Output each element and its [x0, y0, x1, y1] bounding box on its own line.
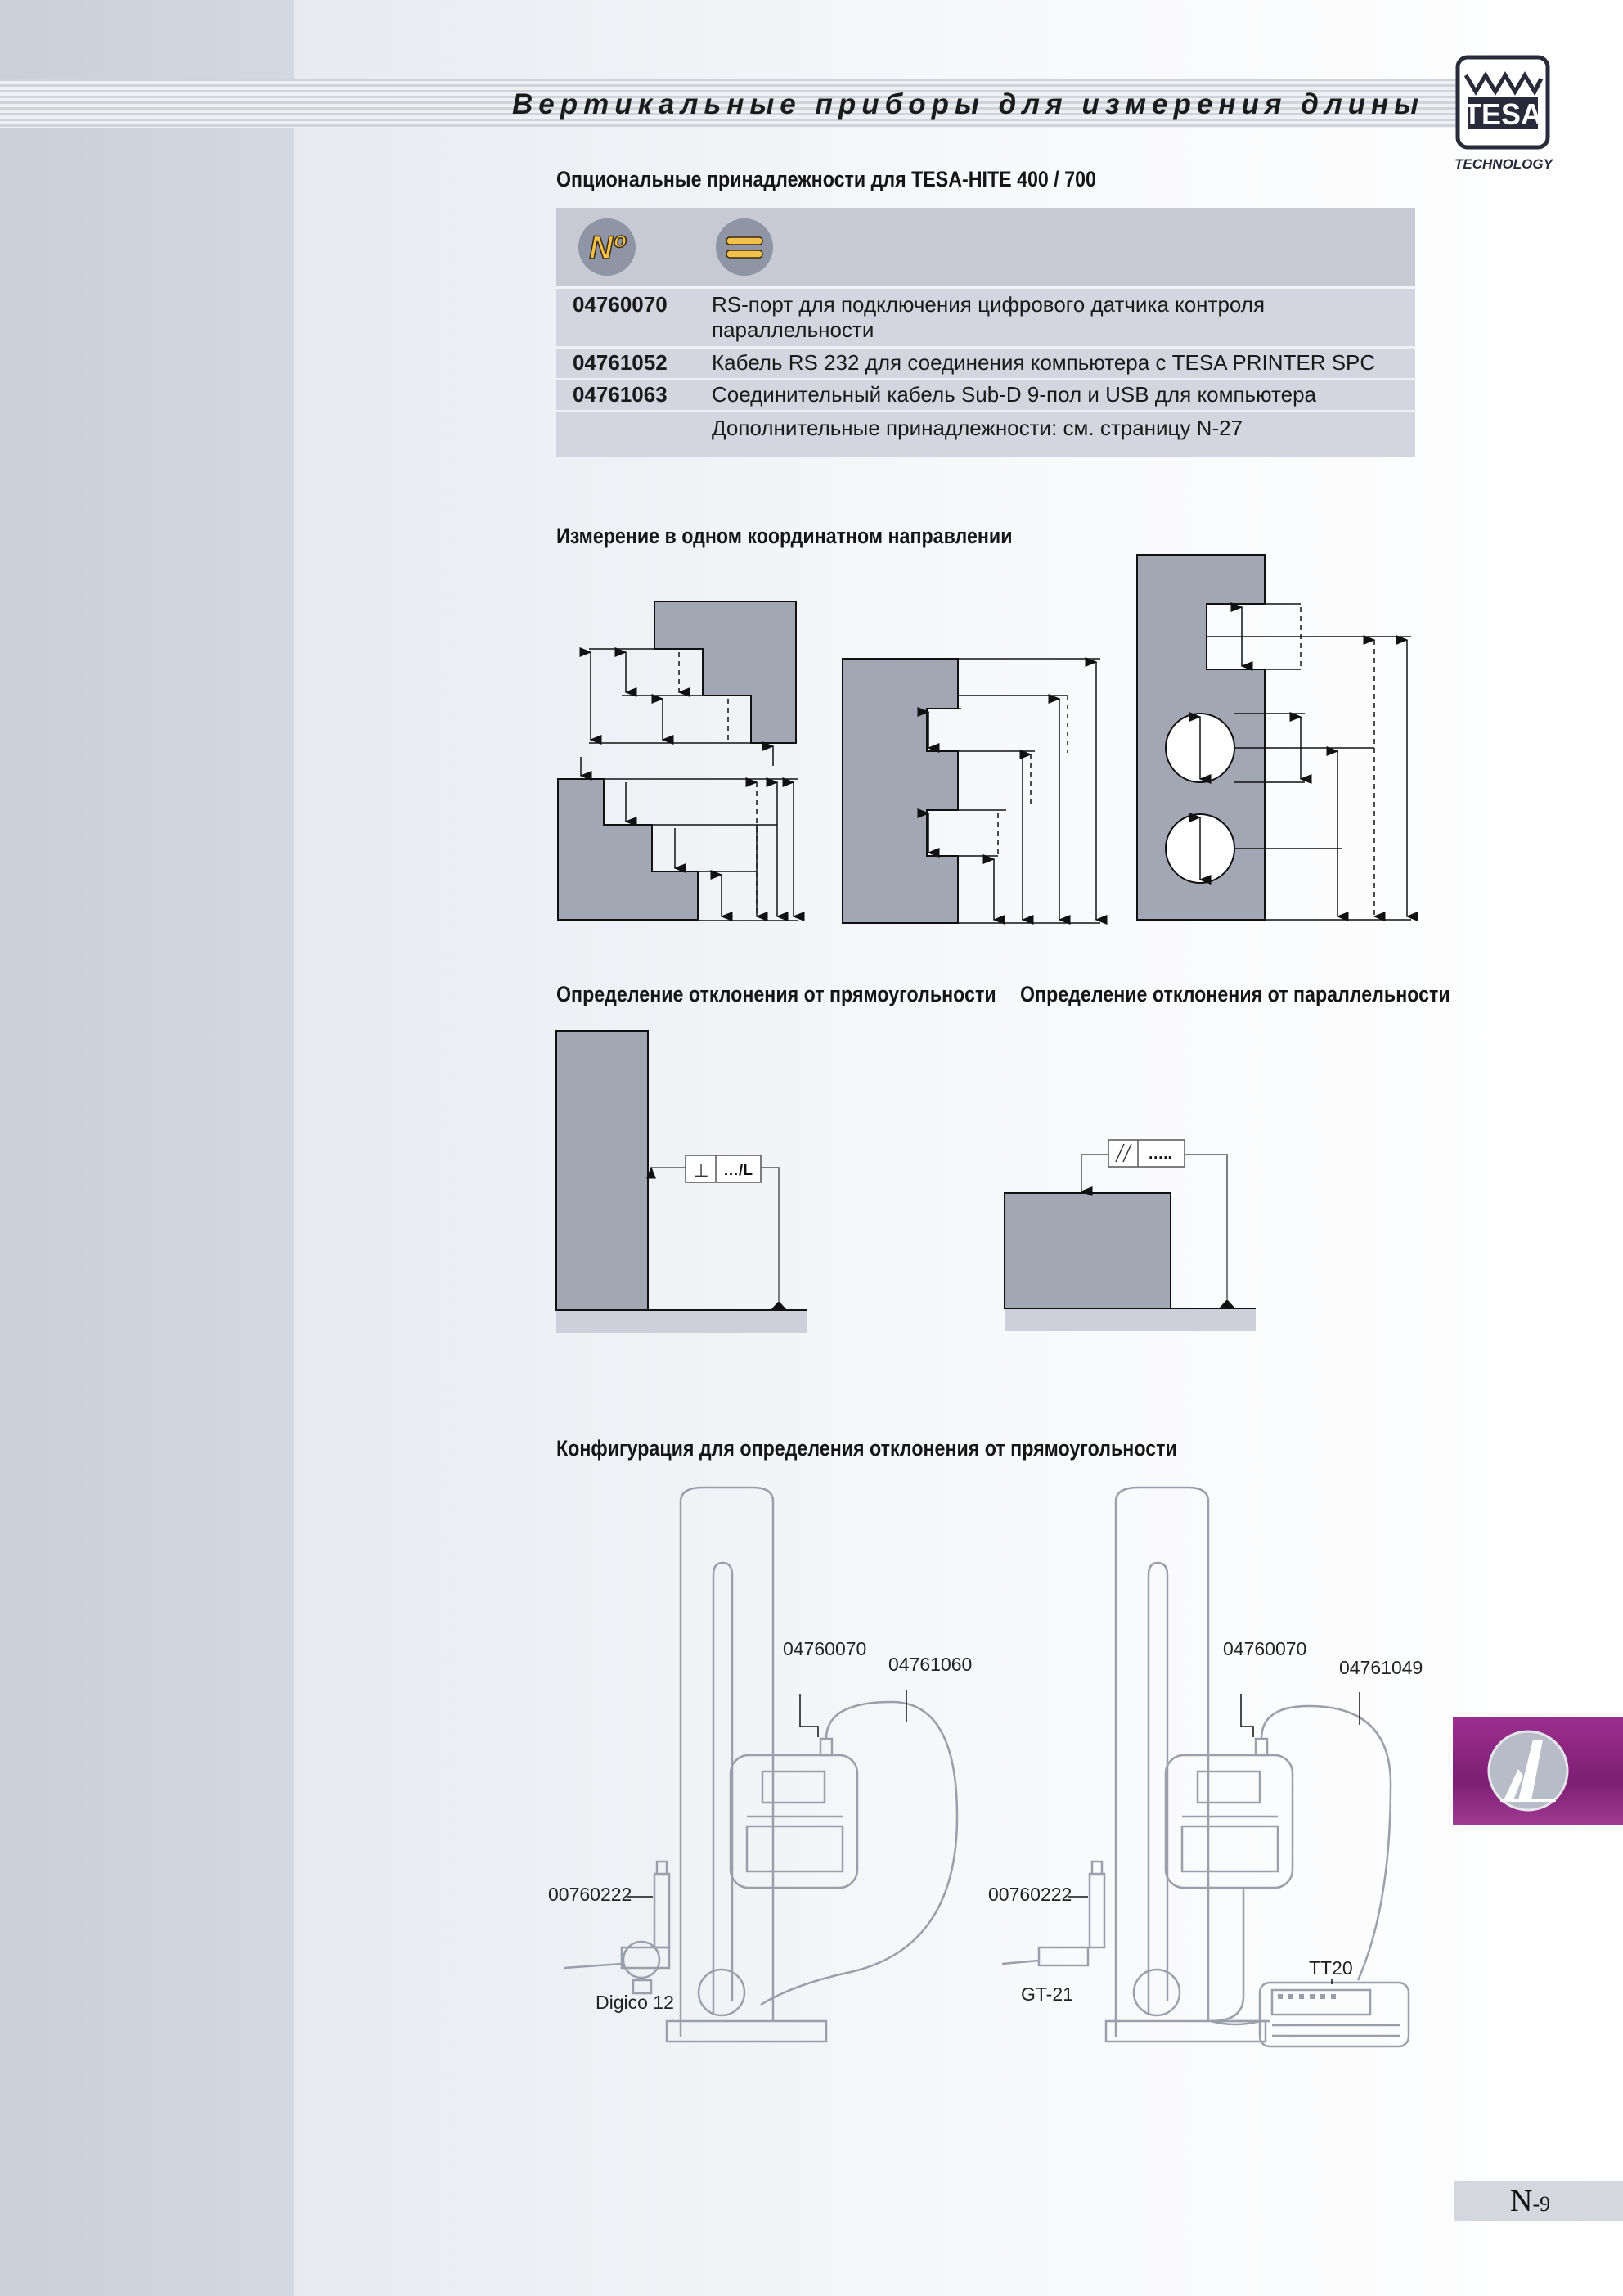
svg-text:⊥: ⊥ — [693, 1161, 708, 1182]
table-row: 04761063 Соединительный кабель Sub-D 9-п… — [556, 380, 1415, 412]
left-port-label: 04760070 — [783, 1638, 867, 1659]
svg-text:TECHNOLOGY: TECHNOLOGY — [1454, 156, 1554, 172]
page-header-title: Вертикальные приборы для измерения длины — [512, 88, 1425, 120]
configuration-heading: Конфигурация для определения отклонения … — [556, 1436, 1177, 1461]
number-icon: Nº — [578, 218, 636, 276]
single-direction-diagram — [557, 554, 1418, 925]
single-direction-heading: Измерение в одном координатном направлен… — [556, 524, 1013, 548]
accessories-table: Nº 04760070 RS-порт для подключения цифр… — [556, 208, 1415, 457]
parallelism-diagram: ….. — [1004, 1139, 1256, 1331]
row-desc: RS-порт для подключения цифрового датчик… — [712, 292, 1266, 342]
svg-text:Nº: Nº — [589, 230, 627, 266]
row-desc: Кабель RS 232 для соединения компьютера … — [712, 350, 1376, 375]
header-stripes — [0, 79, 1464, 128]
left-holder-label: 00760222 — [548, 1884, 632, 1905]
table-row: 04760070 RS-порт для подключения цифрово… — [556, 289, 1415, 349]
table-row: 04761052 Кабель RS 232 для соединения ко… — [556, 349, 1415, 380]
row-code: 04761063 — [573, 382, 668, 407]
svg-text:TESA: TESA — [1463, 97, 1542, 131]
left-probe-label: Digico 12 — [596, 1992, 674, 2013]
page-number: N-9 — [1510, 2184, 1551, 2218]
right-holder-label: 00760222 — [988, 1884, 1072, 1905]
parallelism-heading: Определение отклонения от параллельности — [1020, 982, 1450, 1006]
left-margin-bar — [0, 0, 294, 2296]
right-probe-label: GT-21 — [1021, 1983, 1073, 2005]
row-code: 04761052 — [573, 350, 668, 375]
right-device-label: TT20 — [1309, 1957, 1353, 1979]
table-row: Дополнительные принадлежности: см. стран… — [556, 412, 1415, 457]
configuration-left-drawing — [564, 1486, 959, 2043]
left-cable-label: 04761060 — [888, 1654, 973, 1675]
squareness-diagram: ⊥ …/L — [555, 1030, 807, 1333]
table-header: Nº — [556, 208, 1415, 289]
section-tab[interactable] — [1453, 1717, 1623, 1825]
tesa-logo: TESA TECHNOLOGY — [1454, 55, 1554, 172]
squareness-heading: Определение отклонения от прямоугольност… — [556, 982, 996, 1006]
row-desc: Дополнительные принадлежности: см. стран… — [712, 416, 1243, 440]
right-cable-label: 04761049 — [1339, 1657, 1423, 1678]
height-gauge-icon — [1487, 1730, 1569, 1812]
accessories-heading: Опциональные принадлежности для TESA-HIT… — [556, 167, 1096, 191]
row-desc: Соединительный кабель Sub-D 9-пол и USB … — [712, 382, 1316, 407]
page-number-box — [1454, 2181, 1623, 2221]
right-port-label: 04760070 — [1223, 1638, 1307, 1659]
squareness-value: …/L — [723, 1162, 753, 1179]
parallelism-value: ….. — [1148, 1146, 1172, 1163]
row-code: 04760070 — [573, 292, 668, 317]
description-icon — [716, 218, 773, 276]
configuration-right-drawing — [1001, 1486, 1410, 2048]
